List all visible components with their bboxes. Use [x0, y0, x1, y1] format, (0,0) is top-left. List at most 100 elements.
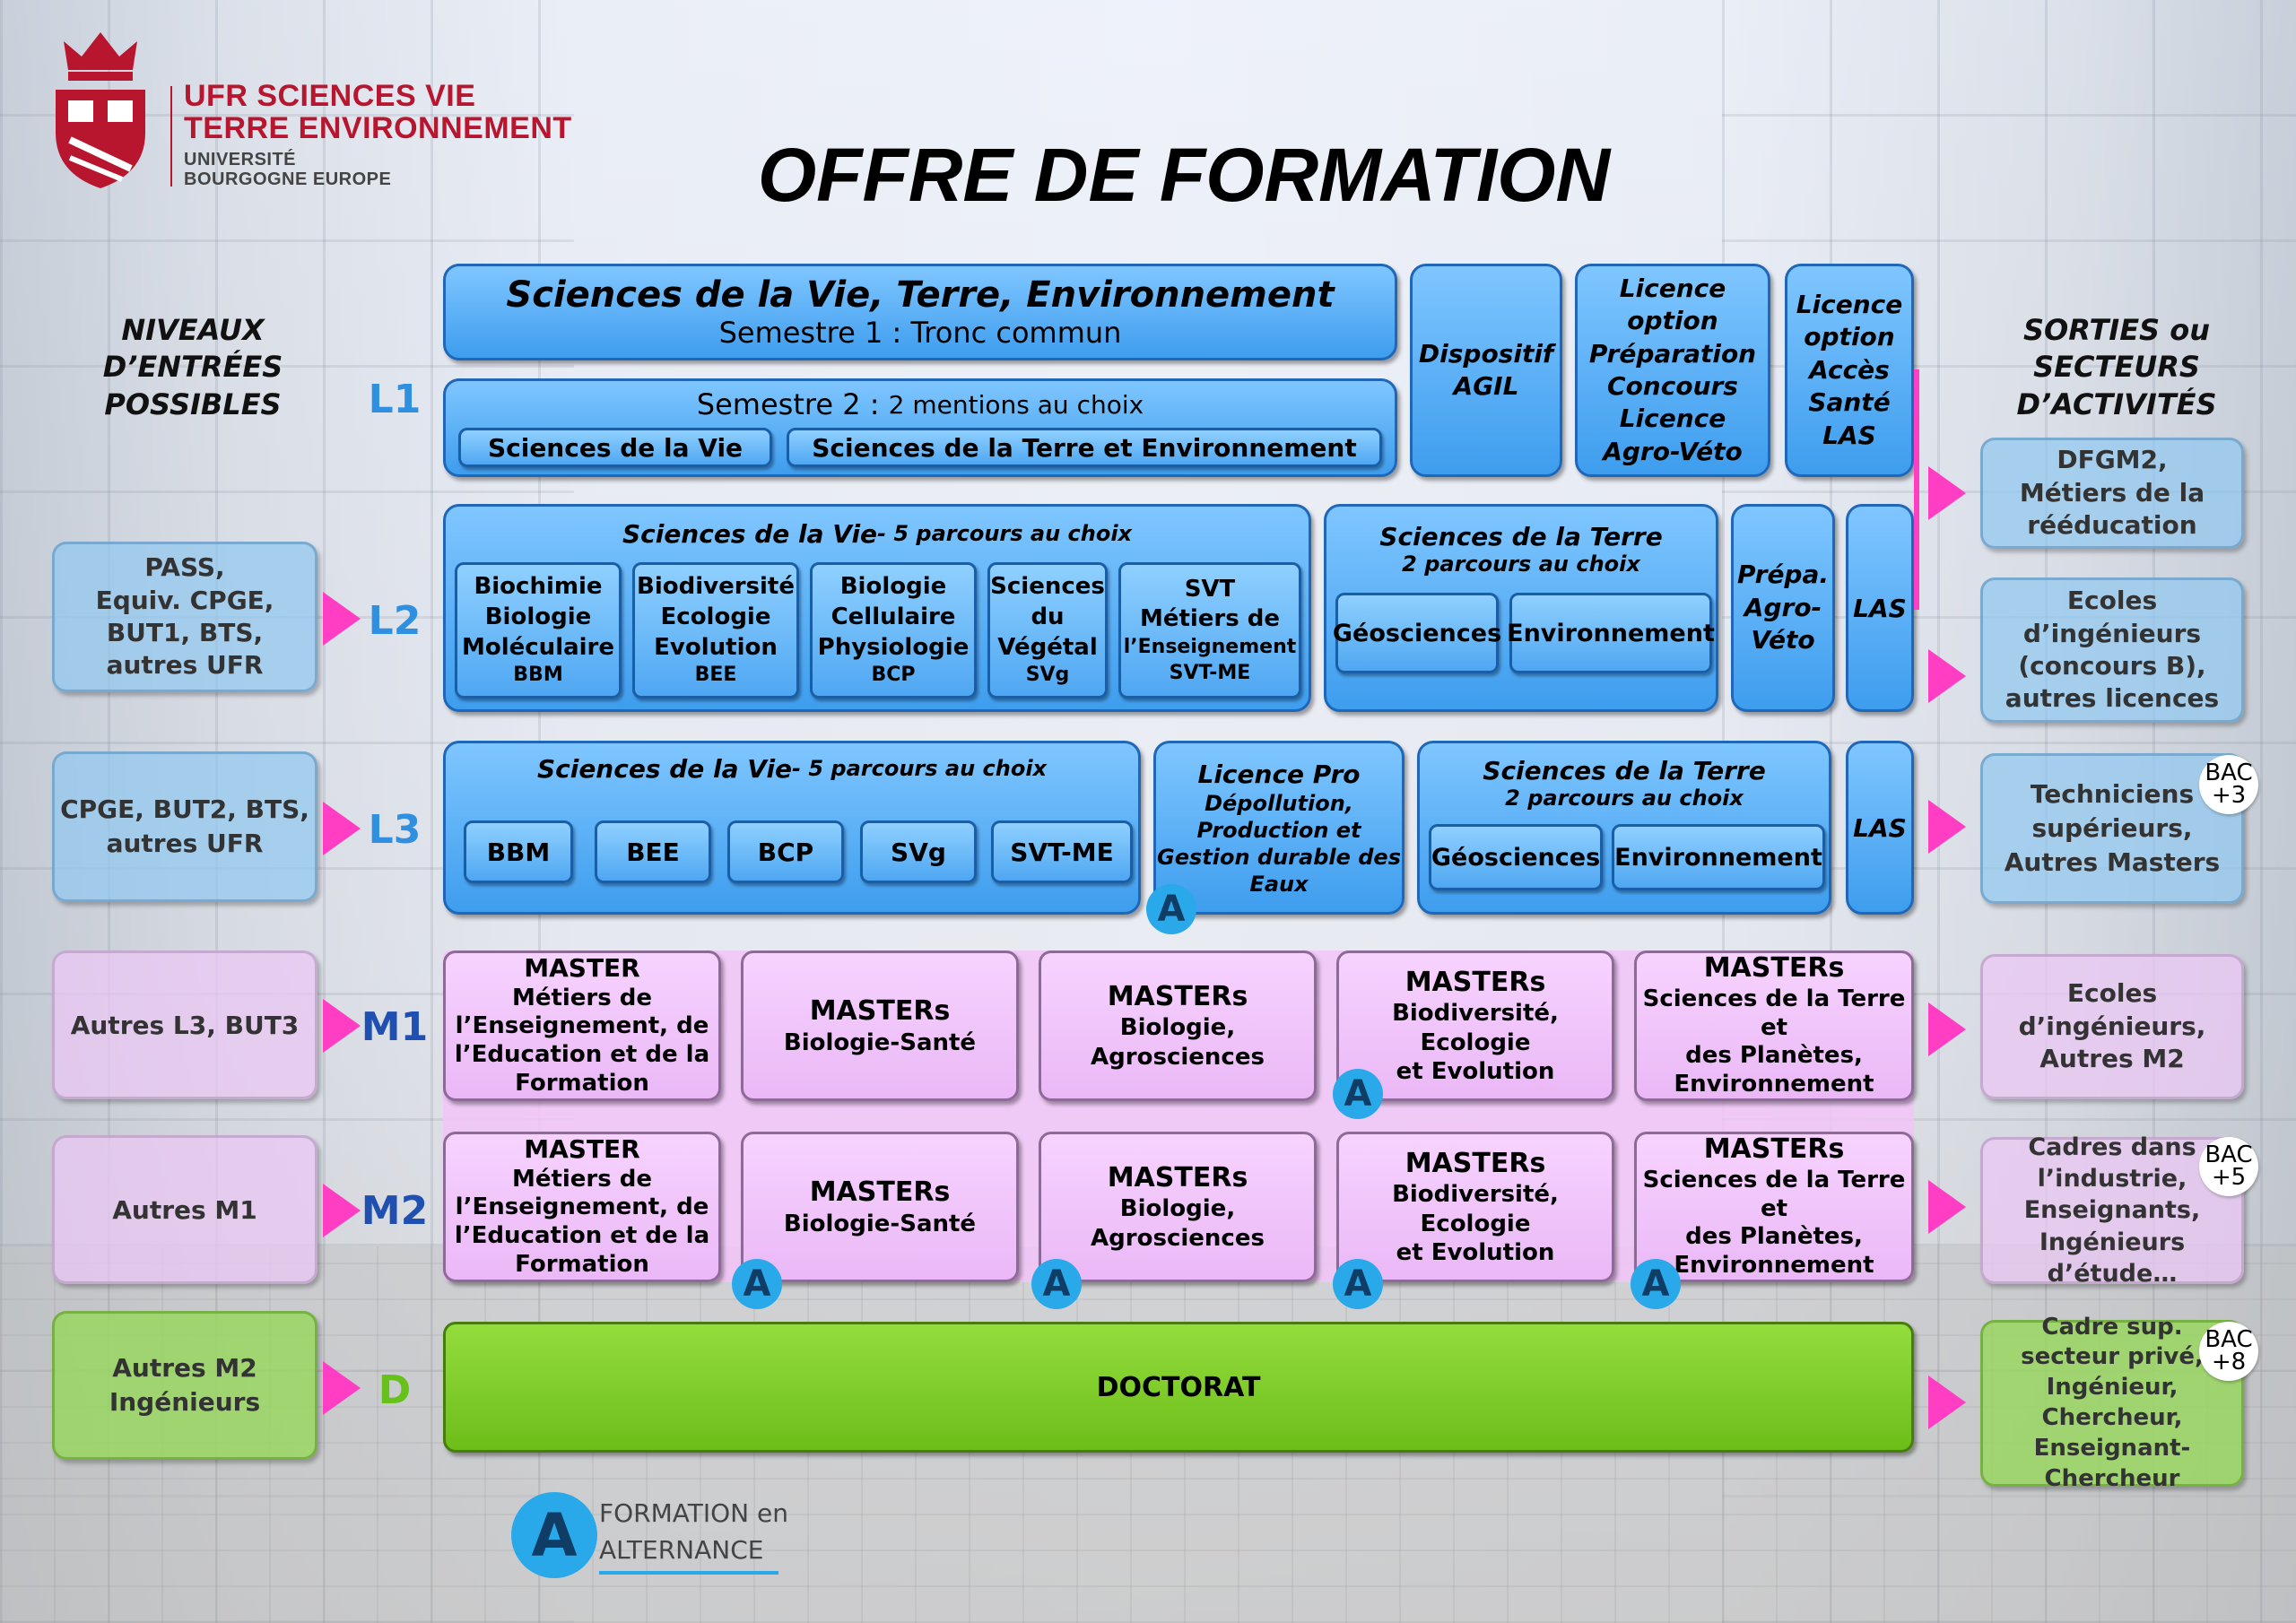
l3-sv-sub: - 5 parcours au choix	[792, 756, 1048, 781]
exit-line: Chercheur	[2044, 1464, 2180, 1492]
arrow-entry-l3	[323, 802, 361, 855]
m1-masters-biologie-sante: MASTERs Biologie-Santé	[741, 950, 1019, 1101]
parcours-code: BBM	[513, 664, 563, 687]
exit-line: secteur privé,	[2021, 1343, 2204, 1371]
parcours-line: SVT	[1184, 575, 1236, 603]
parcours-line: Ecologie	[660, 603, 771, 630]
l3-sv-heading: Sciences de la Vie - 5 parcours au choix	[446, 752, 1138, 785]
entry-line: Autres M1	[112, 1194, 257, 1225]
l1-prepa-line: Licence	[1619, 273, 1726, 303]
master-line: Agrosciences	[1091, 1224, 1265, 1252]
l2-parcours-geosciences: Géosciences	[1333, 593, 1501, 673]
entry-line: autres UFR	[106, 650, 264, 681]
university-crest-logo	[50, 25, 151, 191]
parcours-code: BCP	[871, 664, 916, 687]
master-title: MASTER	[524, 953, 640, 984]
m2-master-meef: MASTER Métiers de l’Enseignement, de l’E…	[443, 1132, 721, 1282]
l2-sciences-vie-box: Sciences de la Vie - 5 parcours au choix…	[443, 504, 1311, 712]
parcours-line: du	[1031, 603, 1065, 630]
l2-parcours-svt-me: SVT Métiers de l’Enseignement SVT-ME	[1118, 562, 1301, 699]
arrow-exit-l3	[1928, 800, 1966, 854]
master-line: Environnement	[1674, 1252, 1874, 1280]
logo-line-4: BOURGOGNE EUROPE	[184, 169, 392, 190]
l1-agil-line: Dispositif	[1418, 338, 1554, 369]
exit-line: Enseignants,	[2023, 1196, 2201, 1225]
master-line: Biologie,	[1119, 1014, 1236, 1042]
l1-prepa-agro-veto-box: Licence option Préparation Concours Lice…	[1575, 264, 1770, 477]
alternance-badge: A	[1631, 1259, 1681, 1309]
master-line: Biologie,	[1119, 1195, 1236, 1223]
exit-dfgm2-box: DFGM2, Métiers de la rééducation	[1980, 438, 2244, 549]
master-line: Formation	[515, 1250, 649, 1278]
l3-parcours-svt-me: SVT-ME	[991, 820, 1133, 883]
parcours-code: BEE	[694, 664, 737, 687]
l2-parcours-svg: Sciences du Végétal SVg	[987, 562, 1108, 699]
entry-line: BUT1, BTS,	[106, 618, 264, 647]
parcours-code: SVT-ME	[1169, 661, 1251, 684]
l1-las-line: Santé	[1808, 387, 1891, 418]
master-title: MASTERs	[809, 995, 951, 1027]
alternance-badge: A	[732, 1259, 782, 1309]
logo-line-3: UNIVERSITÉ	[184, 150, 297, 170]
master-title: MASTERs	[1405, 966, 1546, 998]
exit-line: supérieurs,	[2031, 813, 2193, 844]
exit-line: Techniciens	[2030, 779, 2195, 810]
m1-masters-biodiversite: MASTERs Biodiversité, Ecologie et Evolut…	[1336, 950, 1614, 1101]
legend-line: FORMATION en	[599, 1498, 788, 1528]
master-line: des Planètes,	[1685, 1223, 1863, 1251]
exit-line: Cadres dans	[2028, 1133, 2196, 1162]
master-title: MASTERs	[1405, 1147, 1546, 1179]
legend-alternance-text: FORMATION en ALTERNANCE	[599, 1496, 796, 1567]
exit-line: DFGM2,	[2057, 445, 2168, 475]
l3-licence-pro-box: Licence Pro Dépollution, Production et G…	[1153, 741, 1405, 915]
exit-line: Ecoles	[2066, 586, 2158, 616]
l3-parcours-geosciences: Géosciences	[1429, 824, 1603, 890]
master-line: l’Education et de la	[454, 1041, 710, 1069]
alternance-badge: A	[1031, 1259, 1082, 1309]
exits-heading-line: SECTEURS	[2033, 350, 2200, 385]
master-line: Biodiversité, Ecologie	[1392, 1181, 1559, 1237]
parcours-line: Végétal	[997, 633, 1098, 661]
las-connector-line	[1914, 369, 1919, 610]
l2-st-heading: Sciences de la Terre 2 parcours au choix	[1326, 516, 1716, 582]
exit-line: Ecoles	[2066, 978, 2158, 1009]
exit-ecoles-ingenieurs-box: Ecoles d’ingénieurs (concours B), autres…	[1980, 577, 2244, 723]
legend-line: ALTERNANCE	[599, 1534, 764, 1565]
exit-line: d’ingénieurs,	[2018, 1011, 2206, 1041]
logo-divider	[170, 86, 172, 187]
master-line: et Evolution	[1396, 1058, 1555, 1085]
l2-prepa-line: Agro-	[1744, 592, 1822, 622]
arrow-entry-m2	[323, 1184, 361, 1237]
exit-line: Autres M2	[2039, 1044, 2185, 1074]
master-line: des Planètes,	[1685, 1042, 1863, 1070]
master-line: Agrosciences	[1091, 1043, 1265, 1071]
level-d: D	[378, 1367, 412, 1413]
exits-heading: SORTIES ou SECTEURS D’ACTIVITÉS	[1982, 305, 2251, 430]
l2-las-box: LAS	[1846, 504, 1914, 712]
exit-line: Autres Masters	[2004, 846, 2221, 877]
entries-heading: NIVEAUX D’ENTRÉES POSSIBLES	[63, 305, 323, 430]
exit-line: l’industrie,	[2037, 1165, 2187, 1193]
master-line: Formation	[515, 1069, 649, 1097]
l3-sciences-vie-box: Sciences de la Vie - 5 parcours au choix…	[443, 741, 1141, 915]
l3-parcours-svg: SVg	[860, 820, 977, 883]
master-line: l’Education et de la	[454, 1222, 710, 1250]
l3-sv-title: Sciences de la Vie	[536, 753, 793, 784]
arrow-entry-m1	[323, 999, 361, 1053]
parcours-line: Cellulaire	[831, 603, 956, 630]
l1-las-line: LAS	[1822, 420, 1876, 450]
l2-sciences-terre-box: Sciences de la Terre 2 parcours au choix…	[1324, 504, 1718, 712]
exit-line: d’ingénieurs	[2022, 618, 2202, 648]
master-title: MASTERs	[809, 1176, 951, 1208]
bac-label: BAC	[2205, 1326, 2253, 1354]
l1-semester-1: Semestre 1 : Tronc commun	[718, 316, 1122, 350]
bac-plus-5-badge: BAC +5	[2199, 1137, 2258, 1196]
logo-line-1: UFR SCIENCES VIE	[184, 79, 476, 113]
l3-pro-line: Production et	[1196, 817, 1361, 843]
master-title: MASTERs	[1107, 980, 1248, 1012]
logo-line-2: TERRE ENVIRONNEMENT	[184, 110, 572, 145]
l1-mention-sciences-terre: Sciences de la Terre et Environnement	[787, 428, 1382, 467]
l1-las-line: option	[1804, 322, 1895, 352]
l1-title: Sciences de la Vie, Terre, Environnement	[506, 274, 1335, 316]
entry-line: Autres M2	[112, 1353, 257, 1384]
